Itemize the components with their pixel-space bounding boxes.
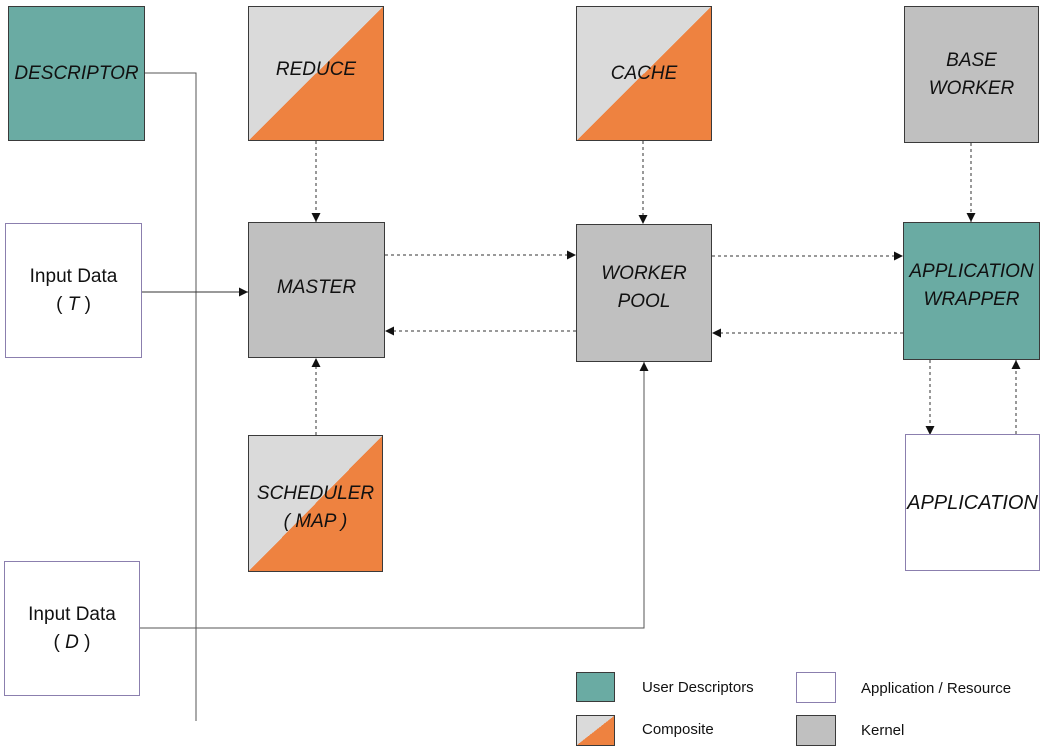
reduce-node[interactable]: REDUCE — [248, 6, 384, 141]
legend-label-composite: Composite — [642, 721, 714, 738]
scheduler-node[interactable]: SCHEDULER ( MAP ) — [248, 435, 383, 572]
application-node[interactable]: APPLICATION — [905, 434, 1040, 571]
input-data-t-node[interactable]: Input Data ( T ) — [5, 223, 142, 358]
worker-pool-node[interactable]: WORKER POOL — [576, 224, 712, 362]
legend-label-application-resource: Application / Resource — [861, 680, 1012, 697]
legend-swatch-user-descriptors — [576, 672, 615, 702]
input-data-d-node[interactable]: Input Data ( D ) — [4, 561, 140, 696]
legend-swatch-composite — [576, 715, 615, 746]
master-label: MASTER — [276, 277, 357, 298]
legend-label-user-descriptors: User Descriptors — [642, 679, 754, 696]
legend-label-kernel: Kernel — [861, 722, 905, 739]
base-worker-label-line2: WORKER — [928, 77, 1015, 99]
scheduler-map-label: ( MAP ) — [283, 510, 348, 532]
descriptor-node[interactable]: DESCRIPTOR — [8, 6, 145, 141]
descriptor-line — [145, 72, 197, 721]
worker-pool-label-line2: POOL — [617, 291, 671, 312]
input-data-t-close-paren: ) — [79, 293, 91, 315]
application-label: APPLICATION — [907, 491, 1038, 514]
input-data-d-variable: D — [65, 631, 79, 653]
input-data-d-close-paren: ) — [78, 631, 91, 653]
worker-pool-label-line1: WORKER — [601, 263, 687, 284]
input-data-d-variable-line: ( D ) — [54, 629, 91, 657]
application-wrapper-label-line2: WRAPPER — [923, 289, 1020, 310]
descriptor-label: DESCRIPTOR — [14, 62, 139, 84]
master-node[interactable]: MASTER — [248, 222, 385, 358]
application-wrapper-label-line1: APPLICATION — [909, 261, 1034, 282]
scheduler-label: SCHEDULER — [256, 482, 375, 504]
cache-node[interactable]: CACHE — [576, 6, 712, 141]
cache-label: CACHE — [610, 62, 678, 84]
legend-swatch-kernel — [796, 715, 836, 746]
base-worker-label-line1: BASE — [946, 49, 997, 71]
application-wrapper-node[interactable]: APPLICATION WRAPPER — [903, 222, 1040, 360]
input-data-t-variable: T — [67, 293, 80, 315]
input-data-d-open-paren: ( — [53, 631, 66, 653]
input-data-t-variable-line: ( T ) — [56, 291, 91, 319]
input-data-t-label: Input Data — [29, 265, 118, 287]
base-worker-node[interactable]: BASE WORKER — [904, 6, 1039, 143]
input-data-d-label: Input Data — [28, 603, 116, 625]
legend-swatch-application-resource — [796, 672, 836, 703]
input-d-to-worker-pool-arrow — [140, 362, 649, 629]
reduce-label: REDUCE — [275, 59, 357, 80]
input-data-t-open-paren: ( — [56, 293, 68, 315]
